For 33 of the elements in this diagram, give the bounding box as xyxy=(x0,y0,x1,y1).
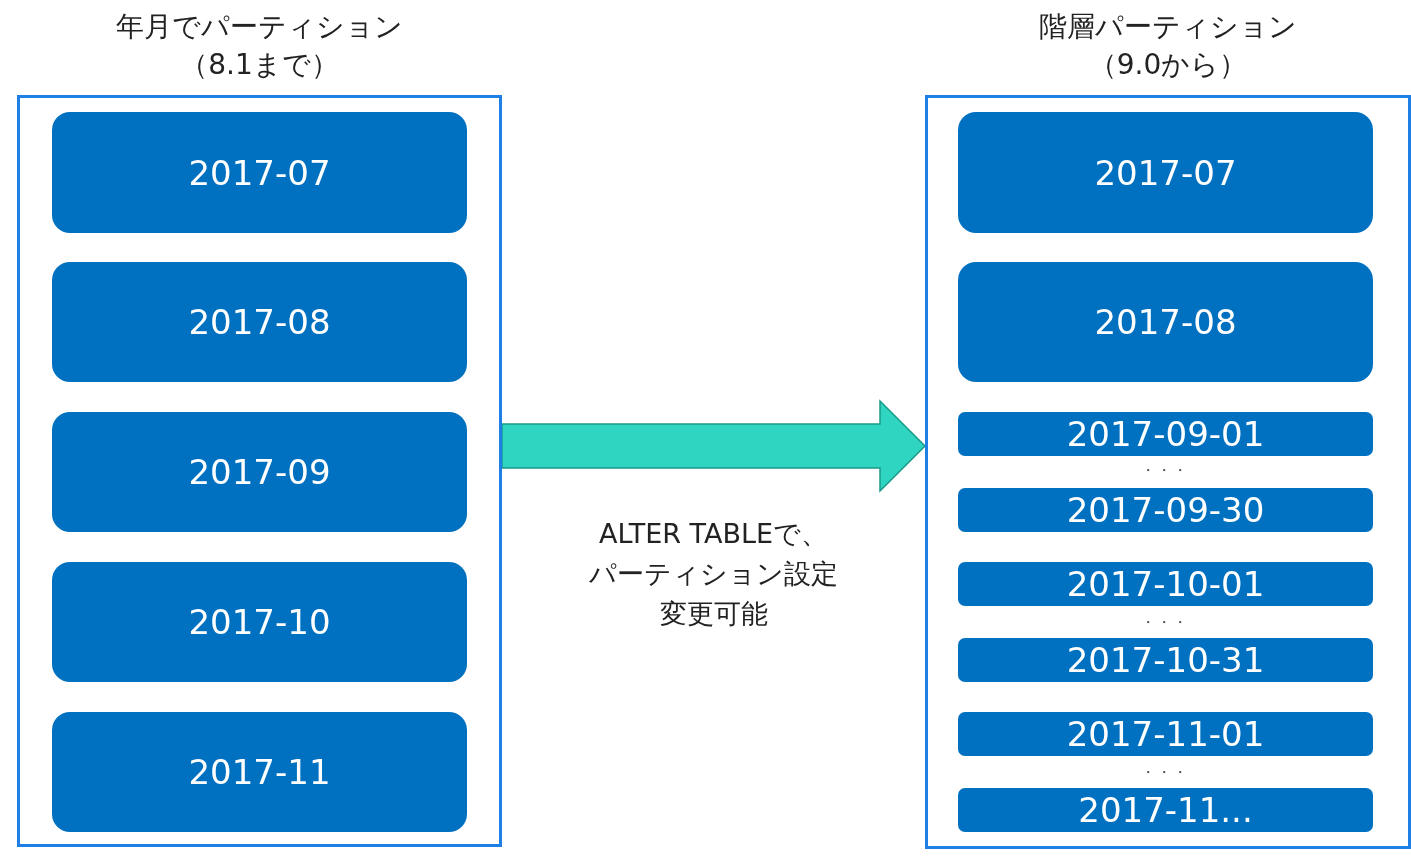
ellipsis-dots: ・・・ xyxy=(1140,764,1190,782)
partition-box xyxy=(958,712,1373,756)
partition-box xyxy=(958,788,1373,832)
ellipsis-dots: ・・・ xyxy=(1140,614,1190,632)
partition-label: 2017-10-31 xyxy=(1066,640,1265,680)
group-heading: 階層パーティション（9.0から） xyxy=(1038,9,1298,83)
partition-label: 2017-08 xyxy=(188,302,331,342)
partition-box xyxy=(958,562,1373,606)
ellipsis-dots: ・・・ xyxy=(1140,462,1190,480)
partition-label: 2017-10 xyxy=(188,602,331,642)
partition-box xyxy=(52,562,467,682)
partition-label: 2017-11... xyxy=(1078,790,1253,830)
partition-label: 2017-11 xyxy=(188,752,331,792)
partition-label: 2017-10-01 xyxy=(1066,564,1265,604)
partition-label: 2017-09 xyxy=(188,452,331,492)
partition-box xyxy=(958,262,1373,382)
partition-box xyxy=(958,112,1373,233)
partition-label: 2017-09-01 xyxy=(1066,414,1265,454)
group-heading: 年月でパーティション（8.1まで） xyxy=(115,9,404,83)
partition-label: 2017-09-30 xyxy=(1066,490,1265,530)
partition-label: 2017-07 xyxy=(1094,152,1237,193)
partition-box xyxy=(958,412,1373,456)
block-arrow xyxy=(501,399,927,493)
partition-box xyxy=(52,412,467,532)
partition-label: 2017-07 xyxy=(188,152,331,193)
partition-box xyxy=(52,712,467,832)
partition-box xyxy=(52,262,467,382)
partition-box xyxy=(958,488,1373,532)
partition-label: 2017-08 xyxy=(1094,302,1237,342)
edge-label: ALTER TABLEで、パーティション設定変更可能 xyxy=(588,517,839,631)
partition-box xyxy=(52,112,467,233)
partition-box xyxy=(958,638,1373,682)
partition-label: 2017-11-01 xyxy=(1066,714,1265,754)
